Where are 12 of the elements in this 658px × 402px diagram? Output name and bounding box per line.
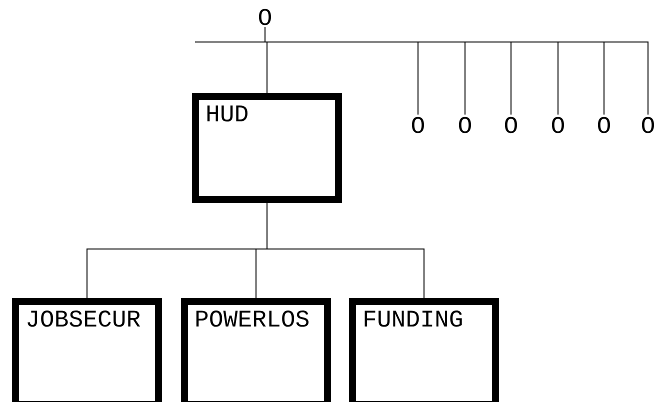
node-letter: O [505,116,517,134]
topic-box: HUD [192,93,342,203]
topic-box: POWERLOS [181,298,331,402]
node-letter: O [412,116,424,134]
node-letter: O [459,116,471,134]
topic-box: FUNDING [349,298,499,402]
node-letter: O [259,8,271,26]
node-letter: O [642,116,654,134]
node-letter: O [598,116,610,134]
topic-box: JOBSECUR [12,298,162,402]
node-letter: O [552,116,564,134]
connector-line [266,202,424,298]
